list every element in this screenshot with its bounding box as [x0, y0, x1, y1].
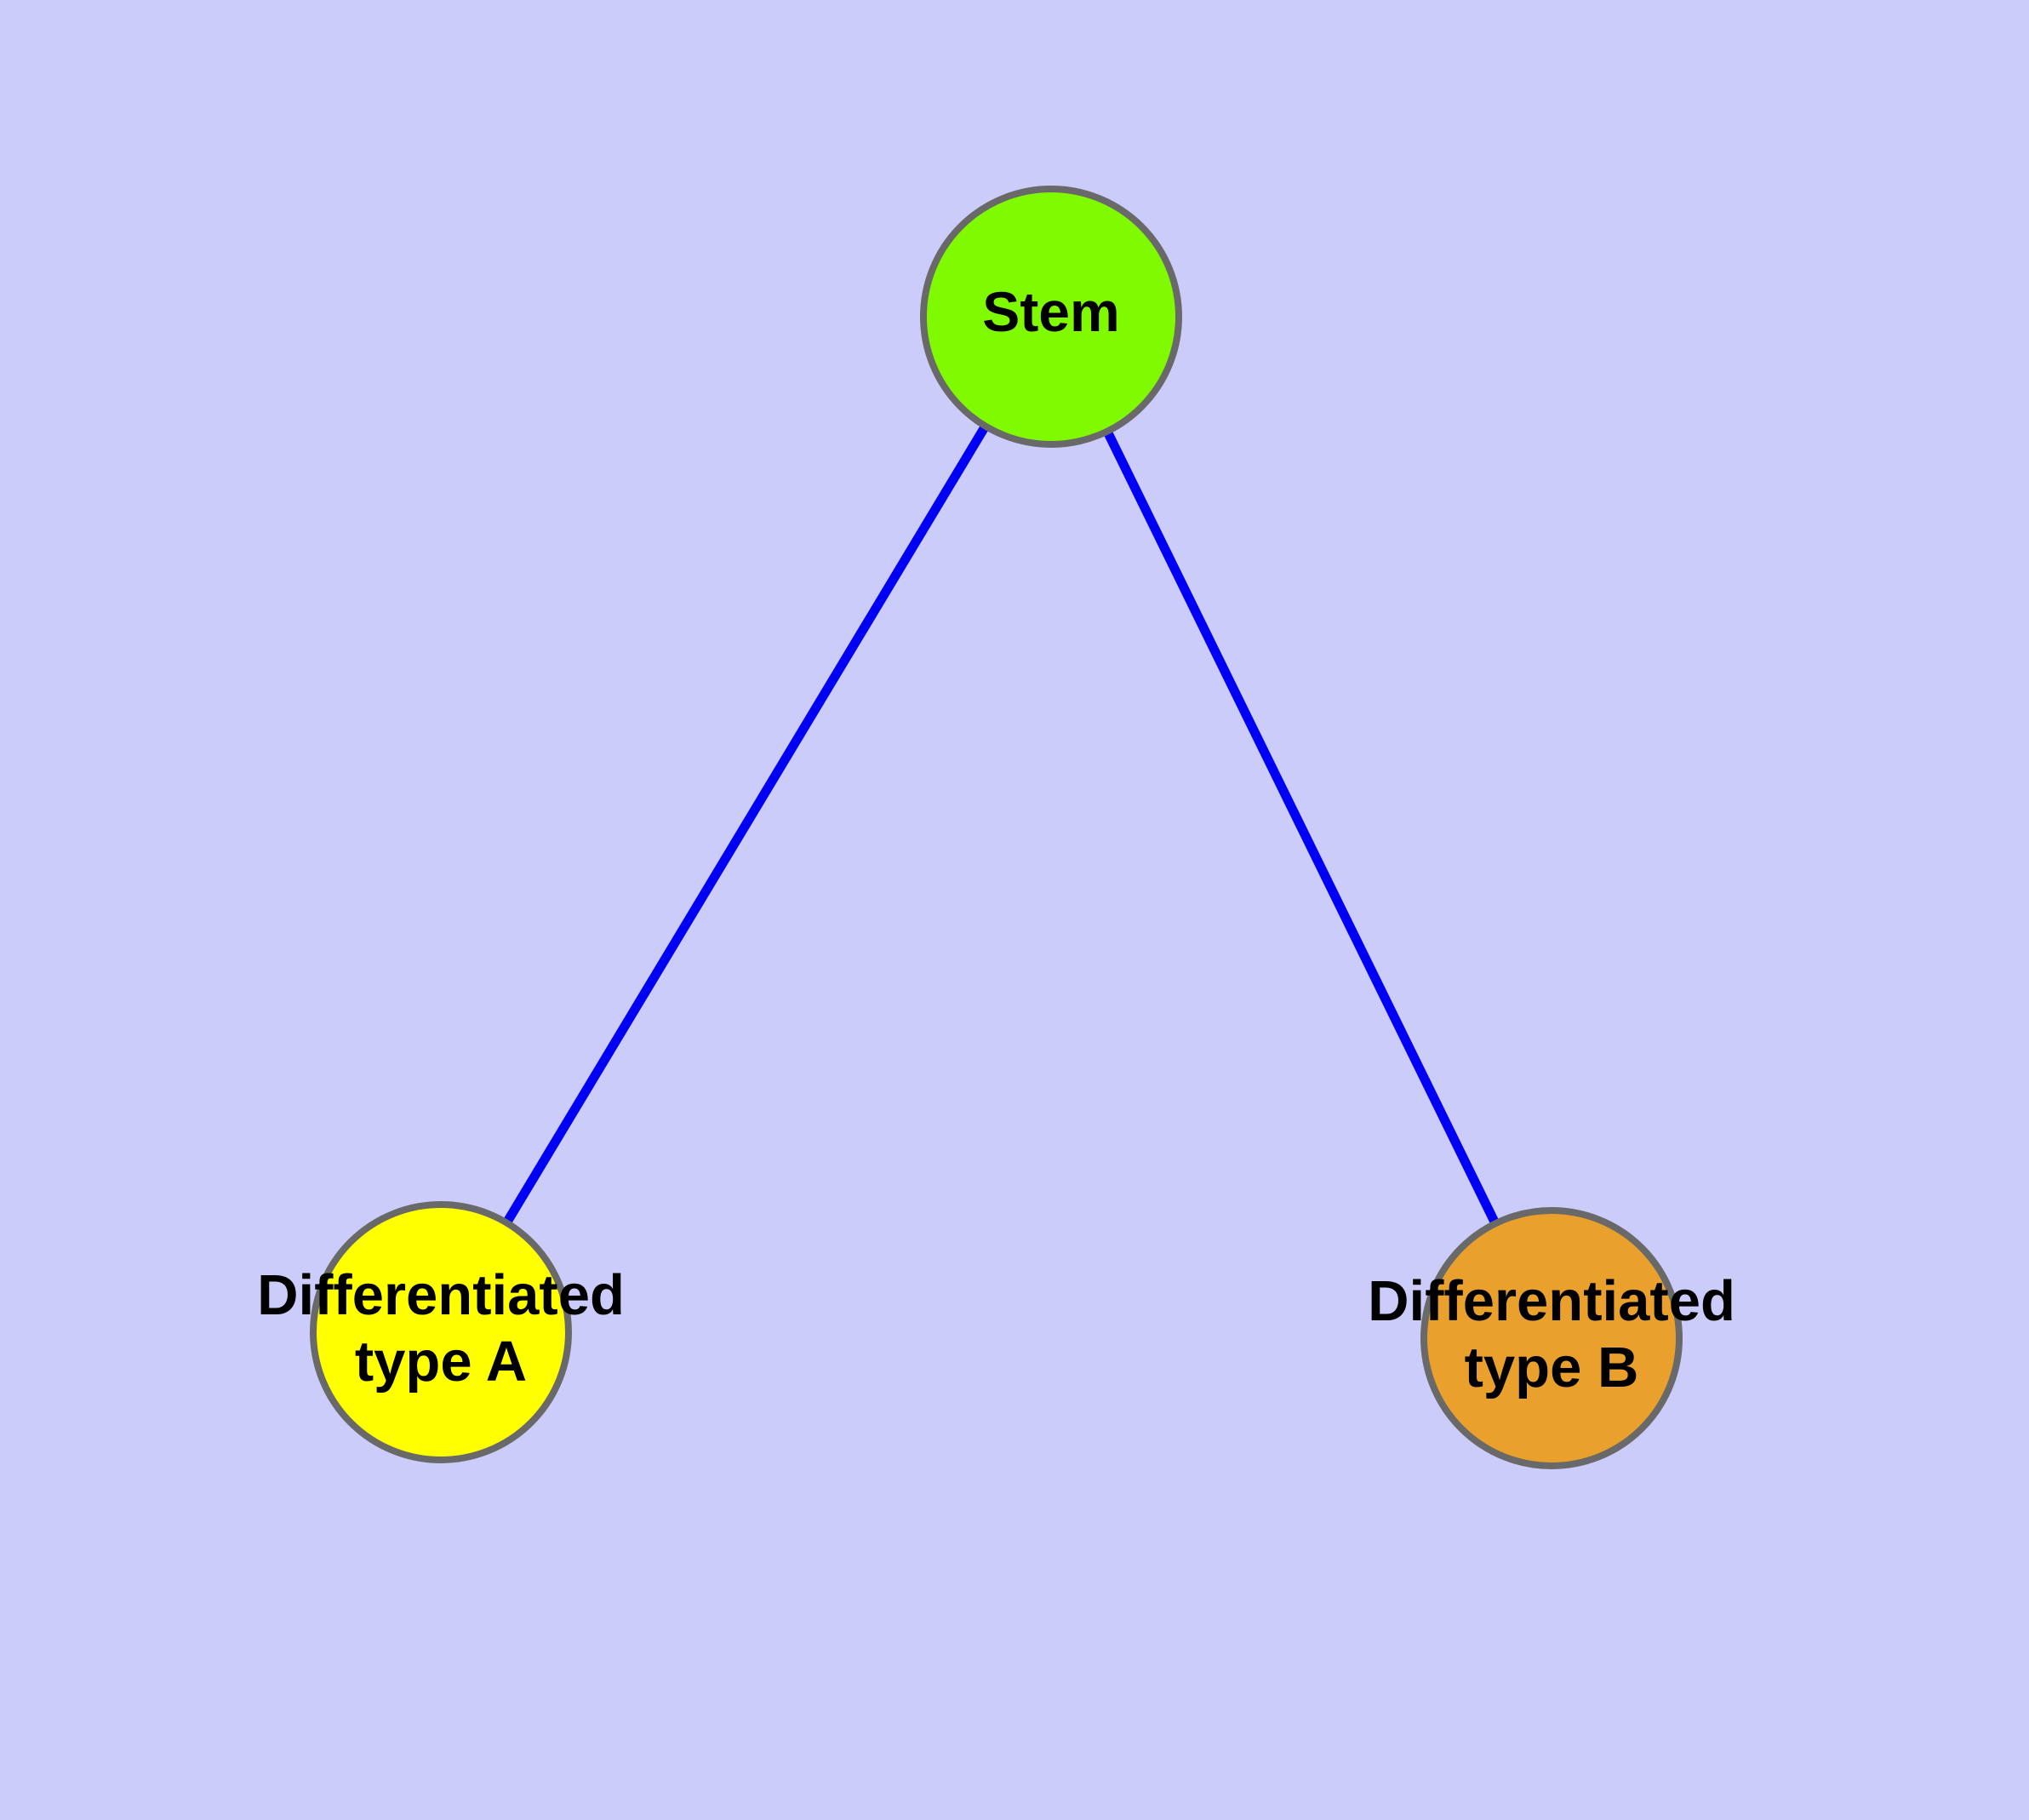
nodes-group — [310, 186, 1683, 1469]
node-label-line: type A — [355, 1330, 527, 1394]
node-label-stem: Stem — [982, 280, 1119, 343]
edge-stem-to-a — [502, 423, 990, 1226]
node-label-line: Differentiated — [257, 1263, 625, 1327]
edges-group — [502, 423, 1500, 1226]
node-label-line: Differentiated — [1368, 1269, 1735, 1333]
edge-stem-to-b — [1103, 429, 1500, 1226]
node-diff_b[interactable] — [1420, 1207, 1683, 1469]
node-diff_a[interactable] — [310, 1201, 572, 1463]
node-label-line: type B — [1465, 1336, 1639, 1399]
node-label-line: Stem — [982, 280, 1119, 343]
node-stem[interactable] — [920, 186, 1182, 448]
